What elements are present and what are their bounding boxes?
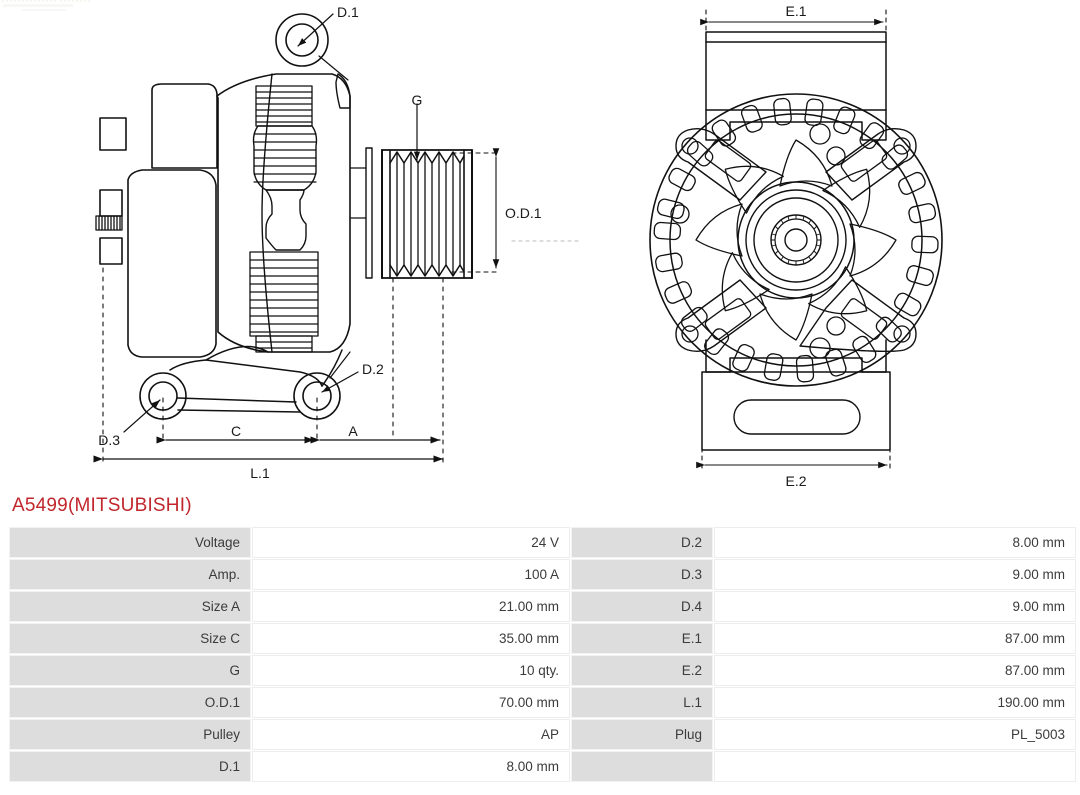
technical-drawings: D.1 G O.D.1 D.2 D.3 C A L.1 E.1 E.2 bbox=[93, 3, 943, 489]
spec-label-pulley: Pulley bbox=[9, 719, 251, 750]
spec-label-voltage: Voltage bbox=[9, 527, 251, 558]
table-row: O.D.1 70.00 mm L.1 190.00 mm bbox=[9, 687, 1076, 718]
spec-value-od1: 70.00 mm bbox=[252, 687, 570, 718]
spec-value-l1: 190.00 mm bbox=[714, 687, 1076, 718]
spec-value-plug: PL_5003 bbox=[714, 719, 1076, 750]
spec-label-d2: D.2 bbox=[571, 527, 713, 558]
spec-label-size-c: Size C bbox=[9, 623, 251, 654]
dim-label-c: C bbox=[231, 423, 241, 439]
specification-table: Voltage 24 V D.2 8.00 mm Amp. 100 A D.3 … bbox=[8, 526, 1077, 783]
alternator-end-view-geometry bbox=[649, 31, 943, 451]
spec-value-size-a: 21.00 mm bbox=[252, 591, 570, 622]
table-row: D.1 8.00 mm bbox=[9, 751, 1076, 782]
spec-value-d1: 8.00 mm bbox=[252, 751, 570, 782]
spec-label-d3: D.3 bbox=[571, 559, 713, 590]
spec-label-plug: Plug bbox=[571, 719, 713, 750]
spec-value-g: 10 qty. bbox=[252, 655, 570, 686]
spec-value-amp: 100 A bbox=[252, 559, 570, 590]
spec-label-size-a: Size A bbox=[9, 591, 251, 622]
table-row: Pulley AP Plug PL_5003 bbox=[9, 719, 1076, 750]
page-title: A5499(MITSUBISHI) bbox=[12, 495, 192, 516]
spec-label-e1: E.1 bbox=[571, 623, 713, 654]
dim-label-l1: L.1 bbox=[250, 465, 270, 481]
table-row: Amp. 100 A D.3 9.00 mm bbox=[9, 559, 1076, 590]
dim-label-e1: E.1 bbox=[785, 3, 806, 19]
dim-label-d3: D.3 bbox=[98, 432, 120, 448]
alternator-side-view-geometry bbox=[95, 13, 473, 420]
table-row: G 10 qty. E.2 87.00 mm bbox=[9, 655, 1076, 686]
spec-value-size-c: 35.00 mm bbox=[252, 623, 570, 654]
spec-label-od1: O.D.1 bbox=[9, 687, 251, 718]
spec-label-g: G bbox=[9, 655, 251, 686]
dim-label-d2: D.2 bbox=[362, 361, 384, 377]
dim-label-od1: O.D.1 bbox=[505, 205, 542, 221]
table-row: Size C 35.00 mm E.1 87.00 mm bbox=[9, 623, 1076, 654]
spec-value-e2: 87.00 mm bbox=[714, 655, 1076, 686]
spec-label-d1: D.1 bbox=[9, 751, 251, 782]
spec-value-d3: 9.00 mm bbox=[714, 559, 1076, 590]
dim-label-e2: E.2 bbox=[785, 473, 806, 489]
spec-value-e1: 87.00 mm bbox=[714, 623, 1076, 654]
dim-label-a: A bbox=[348, 423, 358, 439]
spec-label-amp: Amp. bbox=[9, 559, 251, 590]
spec-label-l1: L.1 bbox=[571, 687, 713, 718]
spec-label-d4: D.4 bbox=[571, 591, 713, 622]
dim-label-d1: D.1 bbox=[337, 4, 359, 20]
spec-value-d2: 8.00 mm bbox=[714, 527, 1076, 558]
spec-label-empty bbox=[571, 751, 713, 782]
dim-label-g: G bbox=[412, 92, 423, 108]
table-row: Size A 21.00 mm D.4 9.00 mm bbox=[9, 591, 1076, 622]
spec-value-pulley: AP bbox=[252, 719, 570, 750]
spec-value-voltage: 24 V bbox=[252, 527, 570, 558]
table-row: Voltage 24 V D.2 8.00 mm bbox=[9, 527, 1076, 558]
spec-label-e2: E.2 bbox=[571, 655, 713, 686]
spec-value-empty bbox=[714, 751, 1076, 782]
spec-value-d4: 9.00 mm bbox=[714, 591, 1076, 622]
